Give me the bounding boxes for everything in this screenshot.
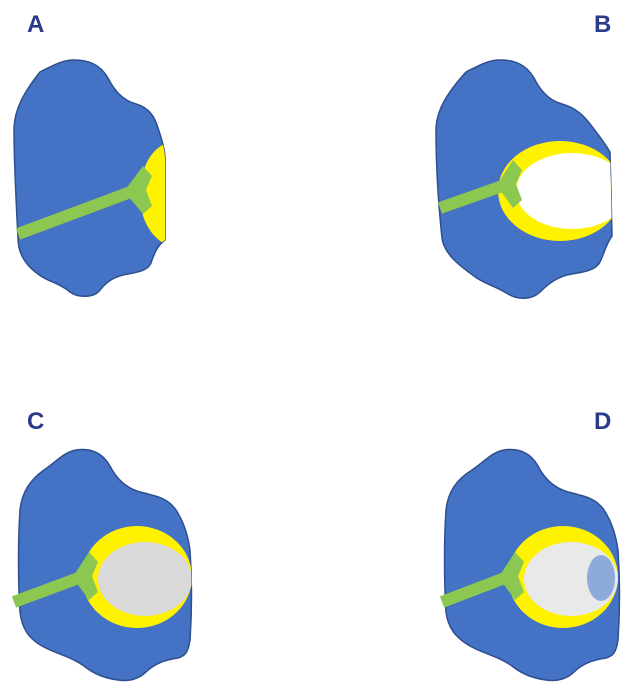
open-cavity	[516, 153, 624, 229]
panel-c-graphic	[14, 450, 192, 681]
panel-b-graphic	[436, 60, 624, 298]
filled-cavity	[98, 542, 192, 616]
panel-d-graphic	[442, 450, 620, 681]
droplet	[587, 555, 615, 601]
panel-a-graphic	[14, 60, 165, 296]
